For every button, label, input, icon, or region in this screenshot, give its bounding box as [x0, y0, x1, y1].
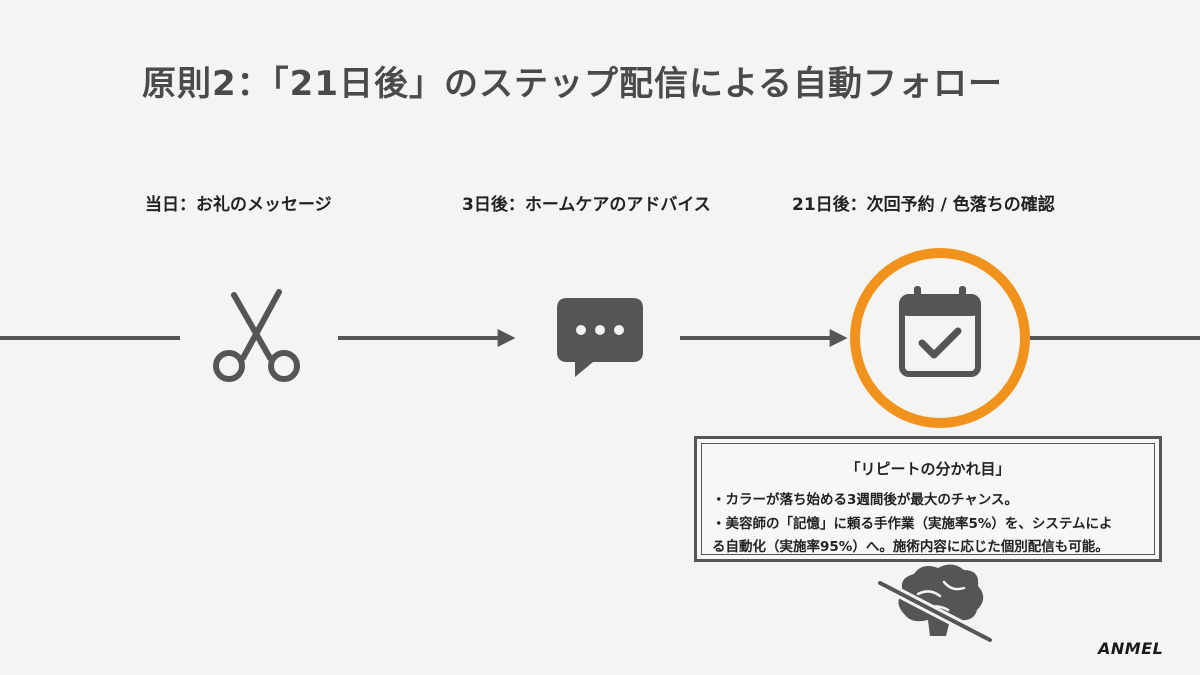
- scissors-icon: [213, 289, 300, 382]
- step-label-day0: 当日：お礼のメッセージ: [145, 195, 332, 215]
- chat-bubble-icon: [557, 298, 643, 377]
- note-box: 「リピートの分かれ目」 ・カラーが落ち始める3週間後が最大のチャンス。 ・美容師…: [694, 436, 1162, 562]
- step-label-day3: 3日後：ホームケアのアドバイス: [462, 195, 711, 215]
- highlight-ring: [850, 248, 1030, 428]
- step-label-day21: 21日後：次回予約 / 色落ちの確認: [792, 195, 1055, 215]
- page-title: 原則2：「21日後」のステップ配信による自動フォロー: [142, 64, 1003, 104]
- crossed-out-brain-icon: [875, 564, 995, 645]
- note-line-2: ・美容師の「記憶」に頼る手作業（実施率5%）を、システムによ: [712, 516, 1113, 532]
- brand-logo: ANMEL: [1098, 639, 1164, 658]
- note-box-inner-border: 「リピートの分かれ目」 ・カラーが落ち始める3週間後が最大のチャンス。 ・美容師…: [701, 443, 1155, 555]
- note-title: 「リピートの分かれ目」: [845, 460, 1011, 478]
- note-line-3: る自動化（実施率95%）へ。施術内容に応じた個別配信も可能。: [712, 539, 1109, 555]
- note-line-1: ・カラーが落ち始める3週間後が最大のチャンス。: [712, 492, 1018, 508]
- calendar-check-icon: [899, 286, 981, 377]
